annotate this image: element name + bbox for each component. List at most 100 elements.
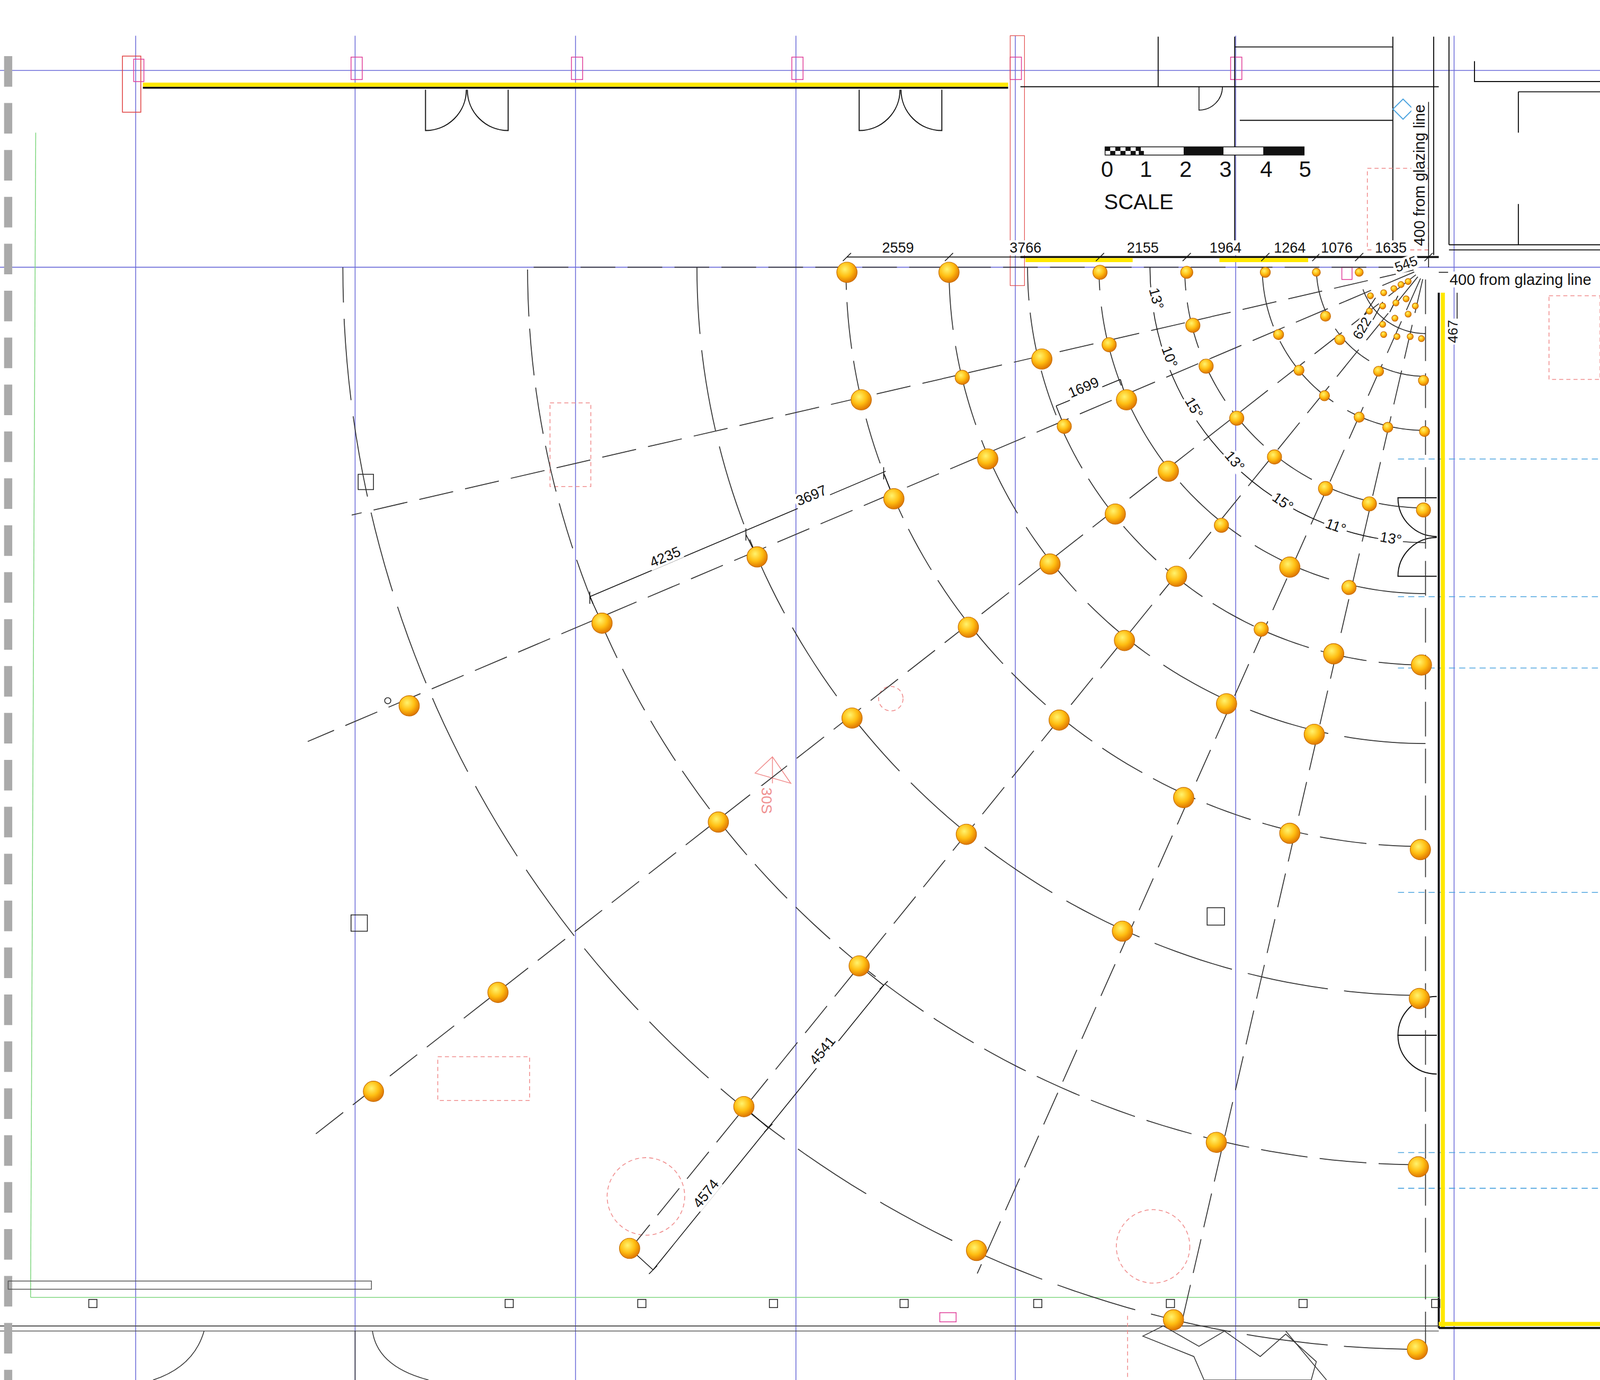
dimension-line — [1428, 102, 1430, 268]
wall — [1199, 86, 1223, 111]
light-fitting — [1158, 461, 1179, 482]
dimension-label: 4235 — [646, 543, 685, 571]
light-fitting — [1382, 422, 1393, 433]
angle-label: 13° — [1377, 529, 1405, 549]
wall — [1440, 292, 1445, 1329]
door-swing — [1398, 1035, 1437, 1075]
angle-label: 11° — [1321, 515, 1350, 538]
arc-line — [1184, 267, 1426, 509]
wall — [1438, 1321, 1600, 1327]
note-label: 400 from glazing line — [1411, 102, 1428, 248]
grid-line — [135, 35, 137, 1380]
wall — [30, 132, 37, 1298]
grid-line — [1014, 35, 1016, 1380]
column — [1299, 1299, 1308, 1308]
dimension-label: 1264 — [1272, 240, 1308, 256]
scale-number: 0 — [1099, 157, 1115, 182]
dimension-label: 4574 — [689, 1175, 723, 1212]
light-fitting — [851, 389, 872, 411]
light-fitting — [1402, 296, 1410, 303]
dimension-line — [846, 256, 1429, 258]
wall — [30, 1297, 1439, 1299]
scale-bar — [1135, 146, 1141, 151]
dimension-line — [1149, 267, 1426, 543]
light-fitting — [708, 811, 729, 833]
light-fitting — [1199, 359, 1214, 374]
scale-number: 3 — [1217, 157, 1233, 182]
light-fitting — [1334, 334, 1345, 345]
wall — [1230, 57, 1242, 80]
light-fitting — [1380, 289, 1388, 297]
wall — [0, 1330, 1439, 1333]
dimension-label: 2155 — [1125, 240, 1161, 256]
column — [505, 1299, 514, 1308]
arc-line — [845, 267, 1426, 847]
wall — [142, 82, 1009, 87]
arc-line — [342, 267, 1426, 1351]
dimension-line — [590, 102, 1458, 1275]
light-fitting — [1216, 693, 1238, 715]
dimension-line — [590, 471, 887, 597]
light-fitting — [1293, 365, 1304, 376]
light-fitting — [1320, 310, 1331, 321]
scale-bar — [1120, 150, 1126, 156]
dimension-label: 1699 — [1064, 373, 1103, 402]
light-fitting — [619, 1238, 640, 1259]
wall — [351, 57, 363, 80]
light-fitting — [1205, 1132, 1227, 1153]
wall — [142, 86, 1009, 89]
wall — [1449, 244, 1600, 246]
column — [769, 1299, 778, 1308]
light-fitting — [1323, 643, 1345, 665]
light-fitting — [1367, 292, 1374, 300]
service-line — [1398, 459, 1600, 1189]
dimension-label: 1964 — [1208, 240, 1244, 256]
dimension-label: 545 — [1391, 253, 1421, 276]
light-fitting — [1355, 268, 1364, 277]
column — [88, 1299, 97, 1308]
dimension-label: 1076 — [1319, 240, 1355, 256]
light-fitting — [1392, 299, 1400, 307]
radial-line — [311, 274, 1417, 1138]
light-fitting — [1407, 333, 1414, 341]
light-fitting — [1163, 1309, 1184, 1331]
radial-line — [307, 272, 1415, 743]
light-fitting — [1408, 1156, 1429, 1178]
light-fitting — [955, 824, 977, 845]
dimension-label: 1635 — [1373, 240, 1409, 256]
column — [1431, 1299, 1440, 1308]
light-fitting — [1303, 724, 1325, 746]
wall — [1142, 1326, 1317, 1380]
dimension-line — [590, 467, 895, 624]
scale-bar — [1115, 146, 1121, 151]
wall — [791, 57, 803, 80]
scale-bar — [1183, 146, 1224, 155]
wall — [0, 35, 1600, 1380]
grid-line — [354, 35, 356, 1380]
service-line — [1398, 458, 1600, 460]
scale-number: 2 — [1177, 157, 1194, 182]
light-fitting — [1405, 310, 1412, 318]
arc-line — [1316, 267, 1426, 377]
light-fitting — [1279, 557, 1301, 578]
light-fitting — [1254, 622, 1269, 637]
angle-label: 10° — [1158, 342, 1182, 372]
wall — [133, 59, 144, 82]
light-fitting — [954, 370, 970, 385]
light-fitting — [1418, 375, 1429, 386]
dimension-label: 2559 — [880, 240, 916, 256]
light-fitting — [1362, 496, 1377, 512]
scale-number: 1 — [1138, 157, 1154, 182]
column — [637, 1299, 646, 1308]
light-fitting — [1390, 285, 1398, 292]
light-fitting — [1405, 278, 1412, 285]
light-fitting — [836, 262, 858, 283]
wall — [7, 1281, 372, 1290]
light-fitting — [1391, 315, 1399, 322]
scale-bar — [1263, 146, 1304, 155]
service-line — [1398, 1187, 1600, 1190]
dimension-label: 467 — [1445, 318, 1461, 345]
light-fitting — [1393, 333, 1401, 341]
light-fitting — [1410, 839, 1432, 861]
light-fitting — [1319, 390, 1330, 401]
